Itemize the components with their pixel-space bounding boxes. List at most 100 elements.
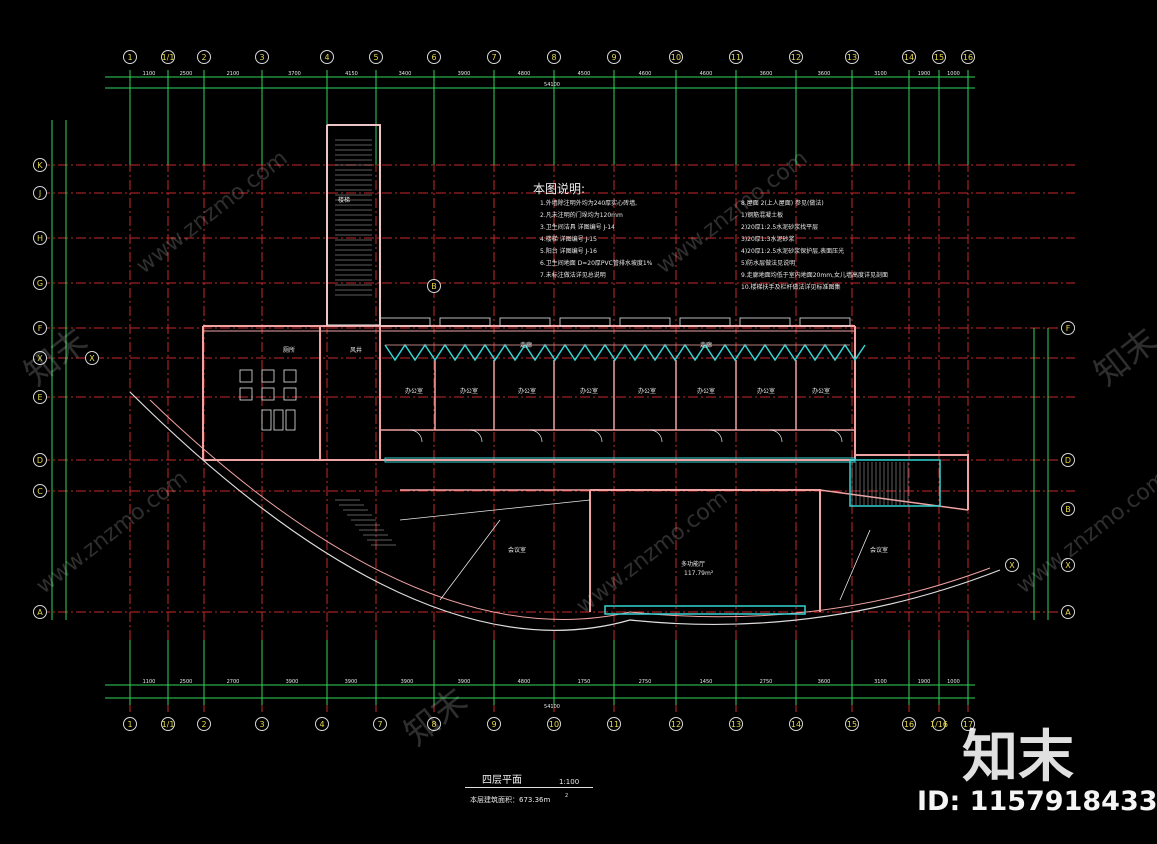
axis-bubble-x-right-circle bbox=[1005, 558, 1019, 572]
room-label-corridor-2: 走廊 bbox=[700, 342, 713, 349]
axis-bubble-top-circle bbox=[161, 50, 175, 64]
axis-bubble-top-label: 4 bbox=[324, 53, 329, 62]
room-label-meeting-left: 会议室 bbox=[508, 547, 527, 554]
dim-text-top: 3900 bbox=[458, 71, 471, 77]
room-label-office-7: 办公室 bbox=[757, 388, 776, 395]
dim-text-bottom: 3900 bbox=[345, 679, 358, 685]
dim-text-bottom: 4800 bbox=[518, 679, 531, 685]
notes-line-right: 2)20厚1:2.5水泥砂浆找平层 bbox=[741, 224, 819, 231]
room-label-office-6: 办公室 bbox=[697, 388, 716, 395]
axis-bubble-left-label: E bbox=[37, 393, 42, 402]
axis-bubble-top-label: 2 bbox=[201, 53, 206, 62]
axis-bubble-bottom-label: 11 bbox=[609, 720, 619, 729]
window-bay bbox=[499, 317, 551, 327]
door-swing bbox=[709, 429, 723, 443]
room-label-corridor: 走廊 bbox=[520, 342, 533, 349]
room-label-toilet: 厕所 bbox=[283, 347, 296, 354]
dim-text-top: 1900 bbox=[918, 71, 931, 77]
axis-bubble-left-circle bbox=[33, 231, 47, 245]
axis-bubble-top-circle bbox=[320, 50, 334, 64]
axis-bubble-bottom-label: 9 bbox=[491, 720, 496, 729]
dim-text-overall-top: 54100 bbox=[544, 82, 560, 88]
axis-bubble-x-right-label: X bbox=[1009, 561, 1015, 570]
east-stair-glass bbox=[849, 459, 941, 507]
axis-bubble-x-left-circle bbox=[85, 351, 99, 365]
axis-bubble-top-circle bbox=[487, 50, 501, 64]
door-swing bbox=[649, 429, 663, 443]
axis-bubble-right-circle bbox=[1061, 605, 1075, 619]
axis-bubble-bottom-circle bbox=[427, 717, 441, 731]
axis-bubble-top-label: 9 bbox=[611, 53, 616, 62]
axis-bubble-top-label: 8 bbox=[551, 53, 556, 62]
axis-bubble-bottom-label: 4 bbox=[319, 720, 324, 729]
axis-bubble-bottom-label: 13 bbox=[731, 720, 741, 729]
axis-bubble-right-label: D bbox=[1065, 456, 1071, 465]
axis-bubble-left-circle bbox=[33, 186, 47, 200]
axis-bubble-top-circle bbox=[902, 50, 916, 64]
axis-bubble-top-label: 14 bbox=[904, 53, 914, 62]
axis-bubble-top-label: 7 bbox=[491, 53, 496, 62]
dim-text-top: 4150 bbox=[345, 71, 358, 77]
axis-bubble-bottom-label: 14 bbox=[791, 720, 801, 729]
axis-bubble-right-label: X bbox=[1065, 561, 1071, 570]
dim-text-bottom: 2500 bbox=[180, 679, 193, 685]
toilet-fixture bbox=[283, 387, 297, 401]
dim-text-top: 3100 bbox=[874, 71, 887, 77]
axis-bubble-bottom-label: 16 bbox=[904, 720, 914, 729]
axis-bubble-top-label: 6 bbox=[431, 53, 436, 62]
room-label-shaft: 风井 bbox=[350, 347, 363, 354]
axis-bubble-left-circle bbox=[33, 605, 47, 619]
dim-text-overall-bottom: 54100 bbox=[544, 704, 560, 710]
axis-bubble-top-label: 15 bbox=[934, 53, 944, 62]
toilet-fixture bbox=[239, 369, 253, 383]
axis-bubble-left-circle bbox=[33, 158, 47, 172]
axis-bubble-bottom-label: 2 bbox=[201, 720, 206, 729]
dim-text-top: 2100 bbox=[227, 71, 240, 77]
room-label-office-5: 办公室 bbox=[638, 388, 657, 395]
dim-text-bottom: 2750 bbox=[639, 679, 652, 685]
axis-bubble-top-circle bbox=[255, 50, 269, 64]
door-swing bbox=[409, 429, 423, 443]
dim-text-bottom: 2700 bbox=[227, 679, 240, 685]
axis-bubble-right-label: F bbox=[1066, 324, 1071, 333]
notes-line-right: 4)20厚1:2.5水泥砂浆保护层,表面压光 bbox=[741, 248, 845, 255]
dim-text-top: 3400 bbox=[399, 71, 412, 77]
axis-bubble-top-label: 3 bbox=[259, 53, 264, 62]
lower-partition-2 bbox=[439, 519, 501, 601]
room-label-office-3: 办公室 bbox=[518, 388, 537, 395]
drawing-scale: 1:100 bbox=[559, 778, 580, 786]
axis-bubble-top-label: 16 bbox=[963, 53, 973, 62]
drawing-title: 四层平面 bbox=[482, 775, 522, 786]
axis-bubble-left-label: D bbox=[37, 456, 43, 465]
dim-text-top: 4500 bbox=[578, 71, 591, 77]
dim-text-top: 3600 bbox=[760, 71, 773, 77]
axis-bubble-left-label: F bbox=[38, 324, 43, 333]
axis-bubble-top-circle bbox=[961, 50, 975, 64]
door-swing bbox=[829, 429, 843, 443]
axis-bubble-top-circle bbox=[369, 50, 383, 64]
axis-bubble-left-label: A bbox=[37, 608, 43, 617]
notes-line-left: 4.楼梯 详图编号 J-15 bbox=[540, 236, 597, 243]
axis-bubble-top-label: 11 bbox=[731, 53, 741, 62]
dim-text-bottom: 1750 bbox=[578, 679, 591, 685]
dim-text-bottom: 3900 bbox=[286, 679, 299, 685]
axis-bubble-bottom-circle bbox=[161, 717, 175, 731]
dim-text-bottom: 1100 bbox=[143, 679, 156, 685]
axis-bubble-top-circle bbox=[547, 50, 561, 64]
axis-bubble-bottom-label: 3 bbox=[259, 720, 264, 729]
stair-layer bbox=[326, 124, 941, 546]
axis-bubble-b-mid-circle bbox=[427, 279, 441, 293]
axis-bubble-bottom-label: 1 bbox=[127, 720, 132, 729]
axis-bubble-bottom-label: 8 bbox=[431, 720, 436, 729]
dim-text-bottom: 3100 bbox=[874, 679, 887, 685]
area-unit: 2 bbox=[565, 793, 569, 799]
axis-bubble-bottom-circle bbox=[729, 717, 743, 731]
axis-bubble-bottom-label: 7 bbox=[377, 720, 382, 729]
axis-bubble-bottom-label: 15 bbox=[847, 720, 857, 729]
axis-bubble-top-circle bbox=[197, 50, 211, 64]
axis-bubble-top-circle bbox=[845, 50, 859, 64]
axis-bubble-bottom-circle bbox=[932, 717, 946, 731]
door-swing bbox=[469, 429, 483, 443]
wall-east-stair bbox=[855, 454, 969, 510]
